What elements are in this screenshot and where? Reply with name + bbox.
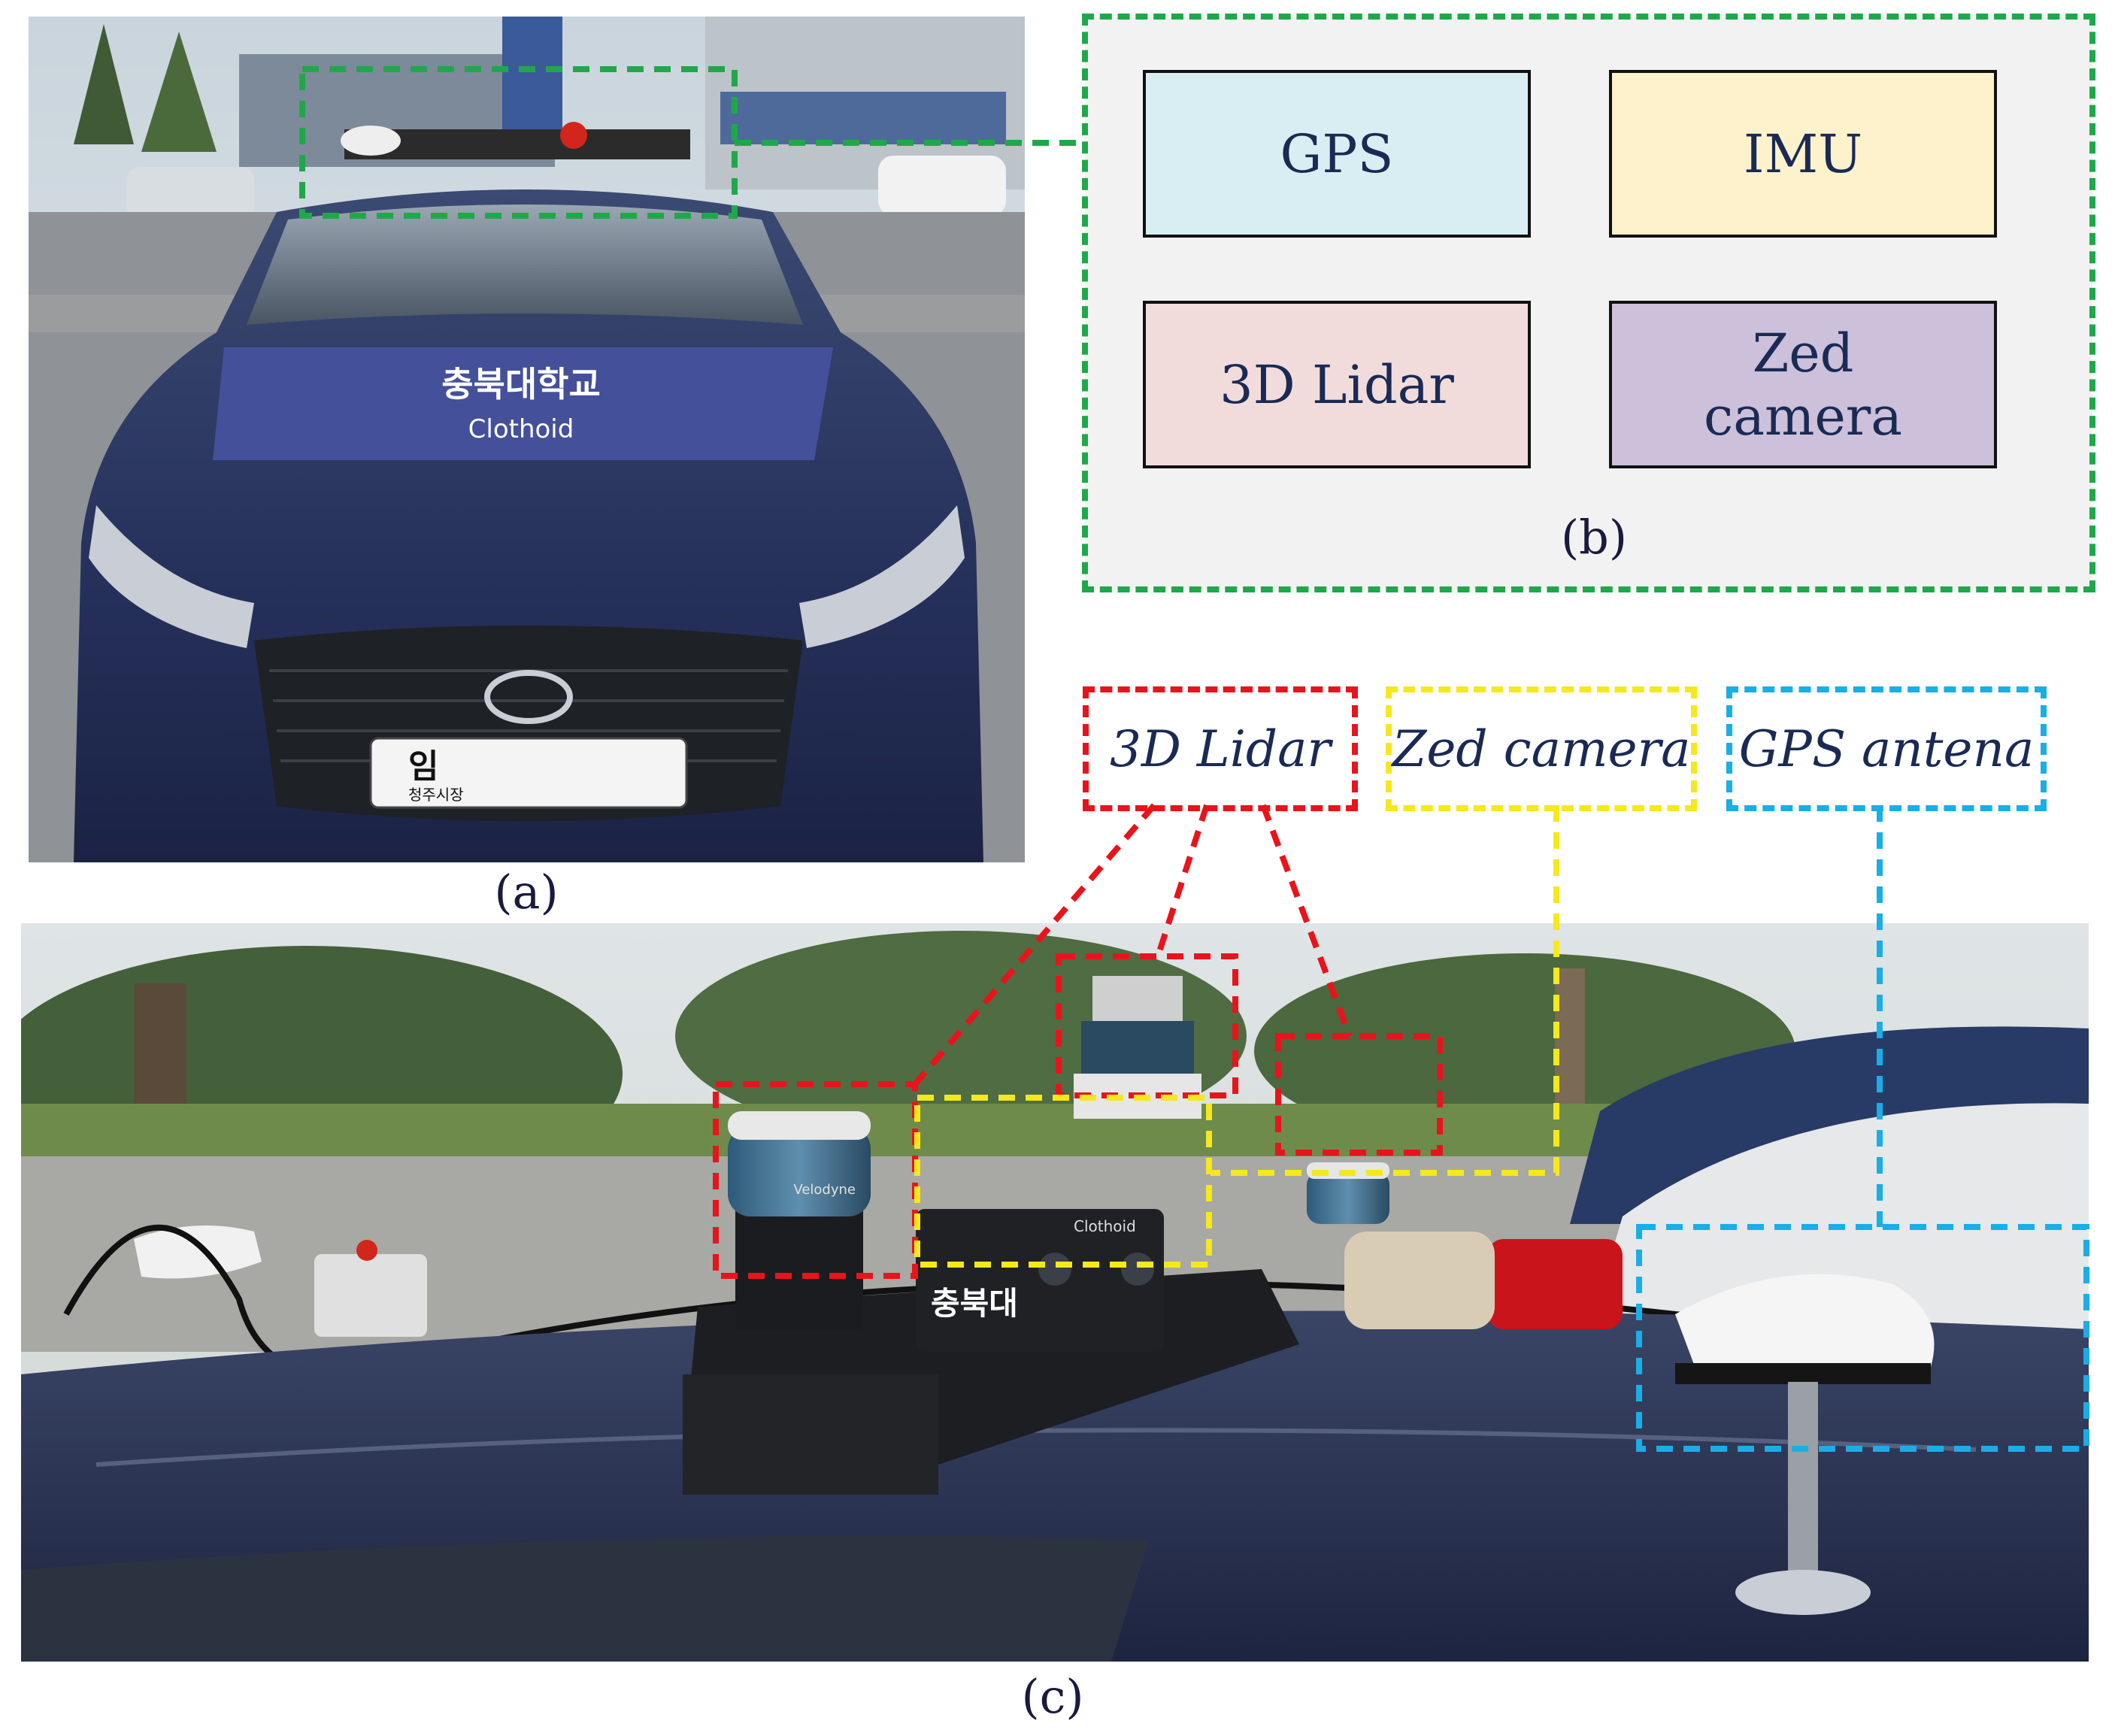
zed-callout-label: Zed camera	[1392, 720, 1691, 778]
lidar-box: 3D Lidar	[1143, 301, 1531, 468]
panel-a-caption: (a)	[494, 865, 559, 920]
panel-c-photo: Velodyne 충북대 Clothoid	[21, 923, 2089, 1662]
gps-box: GPS	[1143, 70, 1531, 238]
camera-brand: Clothoid	[1074, 1217, 1136, 1235]
hood-sticker-korean: 충북대학교	[441, 364, 601, 404]
gps-callout-label: GPS antena	[1738, 720, 2035, 778]
panel-c-caption: (c)	[1021, 1669, 1084, 1724]
imu-box: IMU	[1609, 70, 1997, 238]
plate-subtext: 청주시장	[408, 786, 464, 804]
plate-text: 임	[408, 747, 438, 786]
camera-sticker: 충북대	[931, 1285, 1018, 1322]
lidar-brand: Velodyne	[793, 1182, 856, 1198]
sensor-group-outline	[1082, 14, 2095, 592]
roof-sensors-illustration: Velodyne 충북대 Clothoid	[21, 923, 2089, 1662]
zed-camera-box: Zed camera	[1609, 301, 1997, 468]
car-front-illustration: 충북대학교 Clothoid 임 청주시장	[29, 17, 1025, 862]
hood-sticker-english: Clothoid	[468, 414, 574, 444]
gps-callout-box	[1726, 686, 2047, 811]
lidar-callout-label: 3D Lidar	[1110, 720, 1331, 778]
panel-a-photo: 충북대학교 Clothoid 임 청주시장	[29, 17, 1025, 862]
panel-b-caption: (b)	[1560, 510, 1628, 565]
